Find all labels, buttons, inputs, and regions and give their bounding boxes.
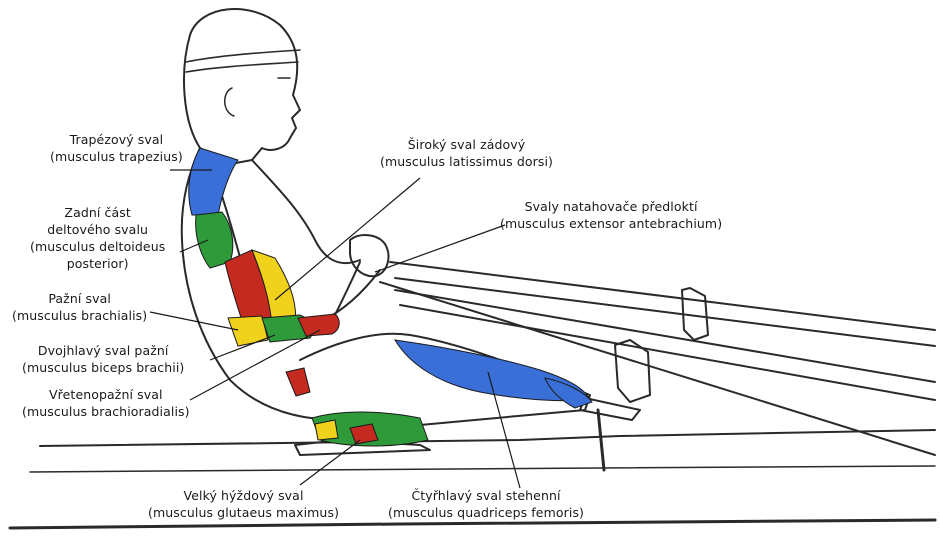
- deltoid-line1: Zadní část: [30, 204, 165, 221]
- head-outline: [184, 9, 300, 165]
- latissimus-name: Široký sval zádový: [380, 136, 553, 153]
- lower-back-red: [286, 368, 310, 396]
- trapezius-name: Trapézový sval: [50, 131, 183, 148]
- leader-brachialis: [150, 312, 238, 330]
- trapezius-latin: (musculus trapezius): [50, 148, 183, 165]
- brachialis-latin: (musculus brachialis): [12, 307, 147, 324]
- label-brachioradialis: Vřetenopažní sval (musculus brachioradia…: [22, 386, 190, 420]
- brachioradialis-latin: (musculus brachioradialis): [22, 403, 190, 420]
- deltoid-line2: deltového svalu: [30, 221, 165, 238]
- label-quadriceps: Čtyřhlavý sval stehenní (musculus quadri…: [388, 487, 584, 521]
- label-brachialis: Pažní sval (musculus brachialis): [12, 290, 147, 324]
- label-trapezius: Trapézový sval (musculus trapezius): [50, 131, 183, 165]
- label-biceps: Dvojhlavý sval pažní (musculus biceps br…: [22, 342, 184, 376]
- trapezius-muscle: [189, 148, 238, 215]
- gluteus-yellow: [315, 420, 338, 440]
- brachioradialis-name: Vřetenopažní sval: [22, 386, 190, 403]
- extensor-name: Svaly natahovače předloktí: [500, 198, 722, 215]
- deck-line-top: [40, 430, 935, 446]
- deltoid-line3: (musculus deltoideus: [30, 238, 165, 255]
- extensor-latin: (musculus extensor antebrachium): [500, 215, 722, 232]
- leader-extensor: [375, 225, 505, 272]
- leader-gluteus: [300, 440, 360, 485]
- latissimus-latin: (musculus latissimus dorsi): [380, 153, 553, 170]
- biceps-name: Dvojhlavý sval pažní: [22, 342, 184, 359]
- oar-shaft-upper: [390, 262, 935, 330]
- gluteus-latin: (musculus glutaeus maximus): [148, 504, 339, 521]
- deck-edge: [10, 520, 935, 528]
- quadriceps-latin: (musculus quadriceps femoris): [388, 504, 584, 521]
- label-extensor: Svaly natahovače předloktí (musculus ext…: [500, 198, 722, 232]
- deltoid-muscle: [196, 212, 233, 268]
- gluteus-name: Velký hýždový sval: [148, 487, 339, 504]
- oarlock-lower: [615, 340, 650, 402]
- leader-latissimus: [275, 178, 420, 300]
- label-deltoid: Zadní část deltového svalu (musculus del…: [30, 204, 165, 272]
- headband: [186, 50, 300, 72]
- quadriceps-name: Čtyřhlavý sval stehenní: [388, 487, 584, 504]
- brachialis-name: Pažní sval: [12, 290, 147, 307]
- brachialis-muscle: [228, 316, 268, 346]
- rigger-post: [598, 410, 604, 470]
- ear: [225, 88, 234, 116]
- brachioradialis-muscle: [298, 314, 339, 336]
- deltoid-line4: posterior): [30, 255, 165, 272]
- chest-outline: [252, 160, 360, 263]
- deck-line-bottom: [30, 466, 935, 472]
- biceps-latin: (musculus biceps brachii): [22, 359, 184, 376]
- label-gluteus: Velký hýždový sval (musculus glutaeus ma…: [148, 487, 339, 521]
- label-latissimus: Široký sval zádový (musculus latissimus …: [380, 136, 553, 170]
